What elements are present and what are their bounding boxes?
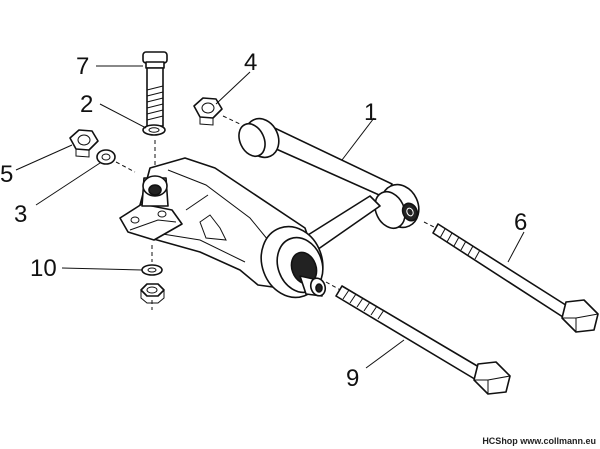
callout-9: 9 [346, 365, 359, 392]
bolt-part-9 [325, 281, 511, 395]
nut-part-5 [69, 129, 99, 158]
leader-10 [61, 267, 143, 271]
leader-2 [99, 103, 147, 129]
leader-6 [507, 231, 525, 263]
callout-3: 3 [14, 201, 27, 228]
bolt-part-6 [423, 221, 599, 333]
nut-part-4 [193, 97, 223, 126]
leader-1 [341, 117, 375, 161]
callout-10: 10 [30, 255, 57, 282]
leader-3 [35, 162, 101, 206]
leader-9 [365, 339, 405, 369]
watermark-text: HCShop www.collmann.eu [482, 436, 596, 446]
callout-5: 5 [0, 161, 13, 188]
bolt-axis-line [151, 140, 156, 310]
leader-4 [215, 71, 251, 105]
washer-3-axis-line [115, 161, 136, 173]
callout-1: 1 [364, 99, 377, 126]
nut-4-axis-line [222, 115, 241, 125]
washer-part-2 [142, 124, 166, 136]
callout-4: 4 [244, 49, 257, 76]
callout-7: 7 [76, 53, 89, 80]
callout-2: 2 [80, 91, 93, 118]
swing-arm-part-1 [119, 117, 420, 299]
washer-nut-part-10 [140, 264, 165, 304]
bolt-part-7 [142, 51, 168, 127]
callout-6: 6 [514, 209, 527, 236]
washer-part-3 [96, 149, 116, 165]
leader-5 [15, 144, 73, 171]
leader-lines [15, 65, 525, 369]
